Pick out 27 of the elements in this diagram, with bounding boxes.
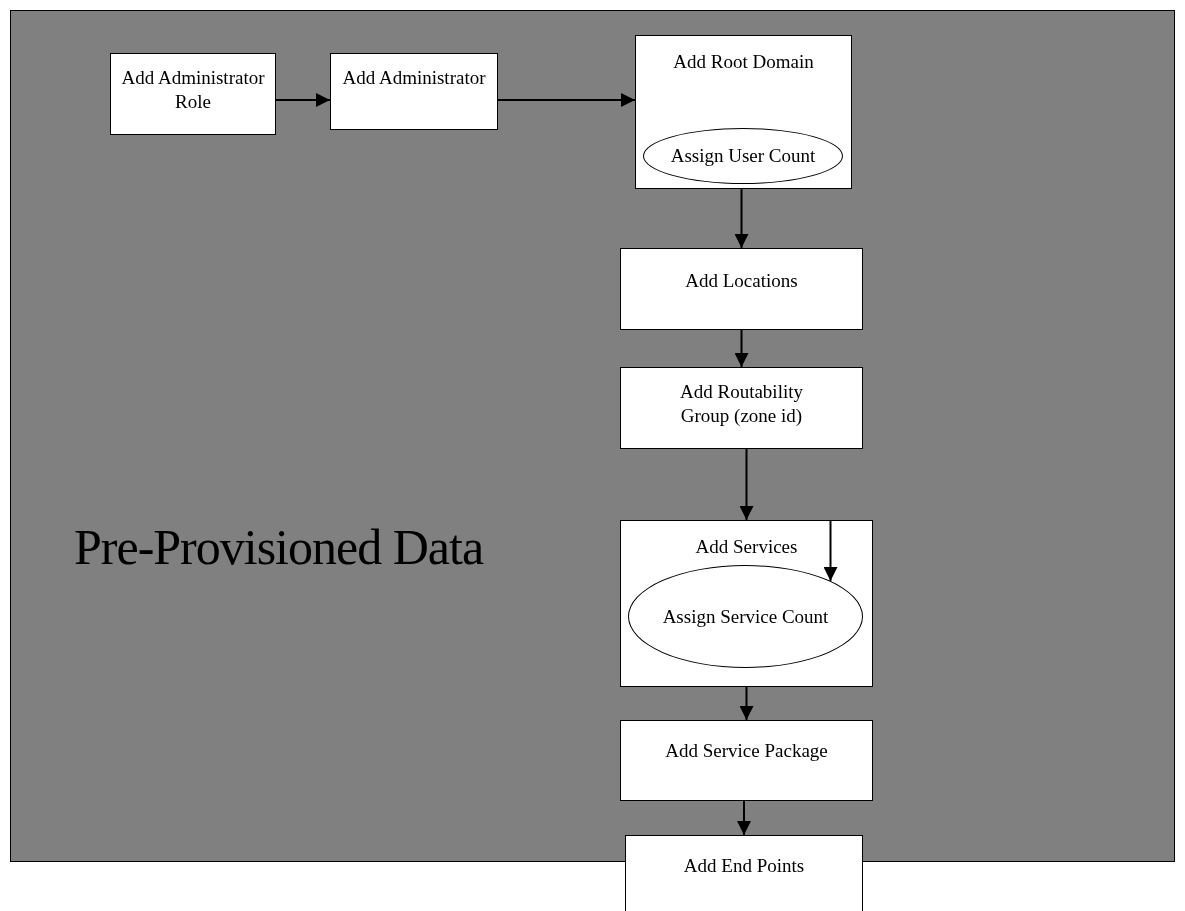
node-label: Add Services (694, 535, 799, 559)
arrow (739, 686, 754, 721)
node-label: Add End Points (682, 854, 806, 878)
arrow (739, 448, 754, 521)
node-label: Add Routability Group (zone id) (679, 380, 804, 428)
process-box (110, 53, 276, 135)
panel-title: Pre-Provisioned Data (74, 518, 484, 577)
process-box (625, 835, 863, 911)
node-label: Assign User Count (669, 144, 817, 168)
process-box (620, 720, 873, 801)
node-label: Add Root Domain (672, 50, 815, 74)
arrow (734, 188, 749, 249)
process-box (330, 53, 498, 130)
node-label: Assign Service Count (661, 604, 830, 629)
process-box (635, 35, 852, 189)
arrow (734, 329, 749, 368)
process-box (620, 520, 873, 687)
arrow (737, 800, 751, 836)
arrow (823, 519, 838, 582)
process-box (620, 248, 863, 330)
node-label: Add Administrator Role (120, 66, 266, 114)
node-label: Add Service Package (664, 739, 829, 763)
node-label: Add Locations (684, 269, 799, 293)
process-box (620, 367, 863, 449)
node-label: Add Administrator (341, 66, 487, 90)
arrow (275, 93, 331, 107)
arrow (497, 93, 636, 107)
